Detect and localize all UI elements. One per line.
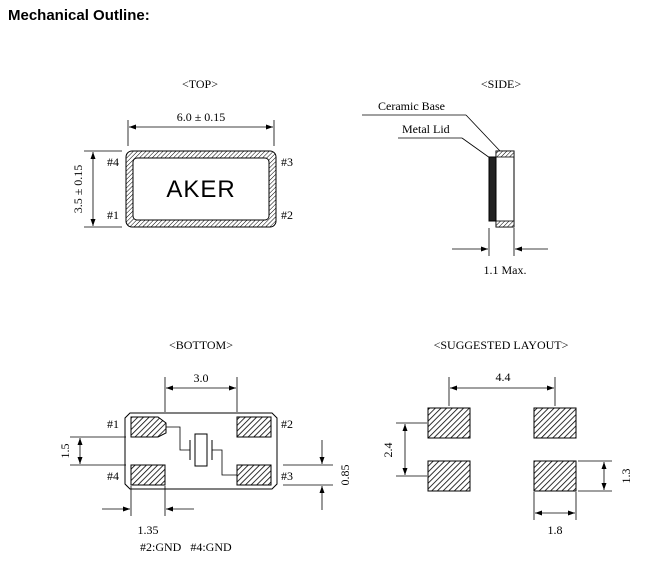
bottom-pad-width-dimension: 1.35 — [138, 523, 159, 537]
bottom-pin-4-label: #4 — [107, 469, 119, 483]
metal-lid-label: Metal Lid — [402, 122, 450, 136]
ceramic-base — [495, 150, 515, 228]
bottom-pin-3-label: #3 — [281, 469, 293, 483]
bottom-pad-3 — [236, 464, 272, 486]
bottom-pad-height-dimension: 1.5 — [58, 444, 72, 459]
bottom-view-label: <BOTTOM> — [169, 338, 233, 352]
top-view-label: <TOP> — [182, 77, 218, 91]
brand-marking: AKER — [166, 176, 235, 203]
page-title: Mechanical Outline: — [8, 7, 150, 24]
layout-pad-height-dimension: 1.3 — [619, 469, 633, 484]
layout-pad-2 — [533, 407, 577, 439]
layout-pad-4 — [427, 460, 471, 492]
side-view: <SIDE> Ceramic Base Metal Lid 1.1 Max. — [362, 77, 548, 277]
top-height-dimension: 3.5 ± 0.15 — [71, 165, 85, 214]
top-view: <TOP> 6.0 ± 0.15 3.5 ± 0.15 AKER #4 #1 #… — [71, 77, 293, 228]
bottom-pad-1 — [130, 416, 167, 438]
suggested-layout-view: <SUGGESTED LAYOUT> 4.4 2.4 1.3 1.8 — [381, 338, 633, 537]
ceramic-base-label: Ceramic Base — [378, 99, 445, 113]
side-max-dimension: 1.1 Max. — [484, 263, 527, 277]
layout-pad-3 — [533, 460, 577, 492]
top-width-dimension: 6.0 ± 0.15 — [177, 110, 226, 124]
metal-lid — [488, 156, 497, 222]
bottom-pin-1-label: #1 — [107, 417, 119, 431]
side-view-label: <SIDE> — [481, 77, 521, 91]
top-pin-1-label: #1 — [107, 208, 119, 222]
bottom-view: <BOTTOM> 3.0 1.5 0.85 — [58, 338, 352, 554]
bottom-pad-2 — [236, 416, 272, 438]
layout-pitch-x-dimension: 4.4 — [496, 370, 511, 384]
top-pin-2-label: #2 — [281, 208, 293, 222]
layout-pad-1 — [427, 407, 471, 439]
suggested-layout-label: <SUGGESTED LAYOUT> — [434, 338, 569, 352]
layout-pitch-y-dimension: 2.4 — [381, 443, 395, 458]
bottom-pin-2-label: #2 — [281, 417, 293, 431]
layout-pad-width-dimension: 1.8 — [548, 523, 563, 537]
bottom-package-outline — [124, 412, 278, 490]
bottom-pitch-dimension: 3.0 — [194, 371, 209, 385]
crystal-symbol — [194, 433, 208, 467]
bottom-pad-4 — [130, 464, 166, 486]
bottom-gap-dimension: 0.85 — [338, 465, 352, 486]
top-package-lid — [132, 157, 270, 221]
ground-pins-note: #2:GND #4:GND — [140, 540, 232, 554]
top-pin-4-label: #4 — [107, 155, 119, 169]
top-pin-3-label: #3 — [281, 155, 293, 169]
